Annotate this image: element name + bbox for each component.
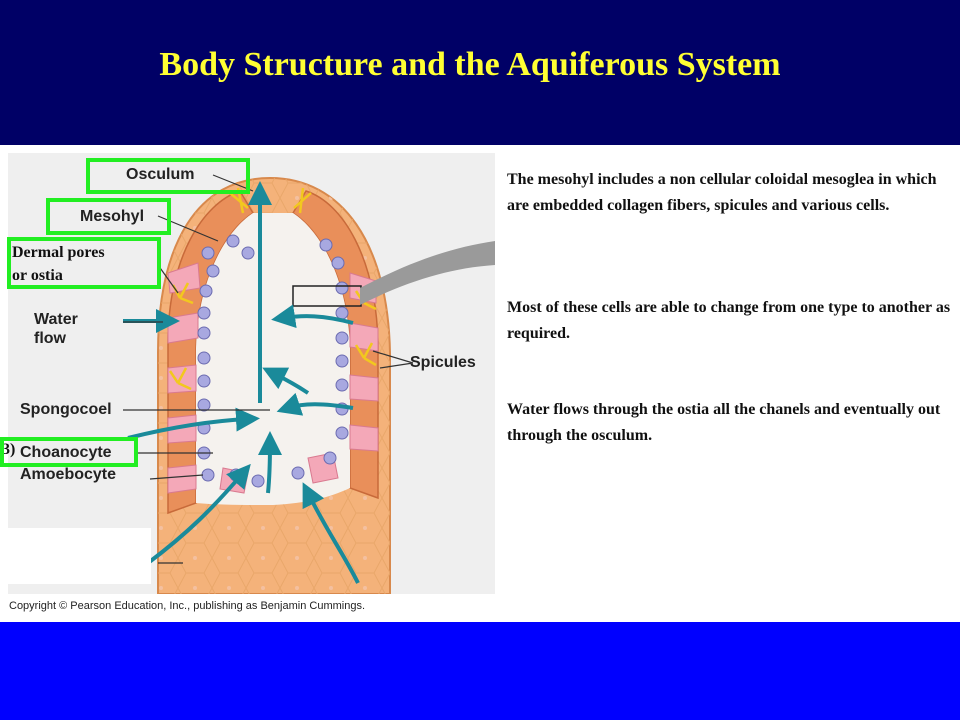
dermal-pores-line1: Dermal pores xyxy=(12,244,105,261)
choanocyte-cells xyxy=(197,234,349,488)
description-paragraph-2: Most of these cells are able to change f… xyxy=(507,299,951,342)
dermal-pores-highlight-box xyxy=(7,237,161,289)
description-paragraph-3: Water flows through the ostia all the ch… xyxy=(507,401,941,444)
white-patch xyxy=(8,528,151,584)
osculum-label: Osculum xyxy=(126,166,195,183)
sponge-diagram xyxy=(8,153,495,594)
dermal-pores-line2: or ostia xyxy=(12,267,63,284)
water-flow-line1: Water xyxy=(34,311,78,328)
header-band xyxy=(0,0,960,145)
amoebocyte-label: Amoebocyte xyxy=(20,466,117,483)
water-flow-label: Water flow xyxy=(34,310,78,348)
osculum-highlight-box xyxy=(86,158,250,194)
sponge-illustration xyxy=(123,174,495,594)
copyright-text: Copyright © Pearson Education, Inc., pub… xyxy=(9,600,366,612)
water-flow-arrows xyxy=(123,181,360,584)
spongocoel-label: Spongocoel xyxy=(20,401,112,418)
choanocyte-highlight-box xyxy=(0,437,138,467)
slide-title: Body Structure and the Aquiferous System xyxy=(159,46,781,83)
dermal-pores-label: Dermal pores or ostia xyxy=(12,241,152,287)
water-flow-line2: flow xyxy=(34,330,66,347)
spicules-label: Spicules xyxy=(410,354,476,371)
inset-connector xyxy=(360,241,495,305)
choanocyte-label: Choanocyte xyxy=(20,444,112,461)
description-paragraph-1: The mesohyl includes a non cellular colo… xyxy=(507,171,937,214)
mesohyl-label: Mesohyl xyxy=(80,208,145,225)
footer-band xyxy=(0,622,960,720)
number-label: 3) xyxy=(2,441,16,458)
mesohyl-highlight-box xyxy=(46,198,171,235)
